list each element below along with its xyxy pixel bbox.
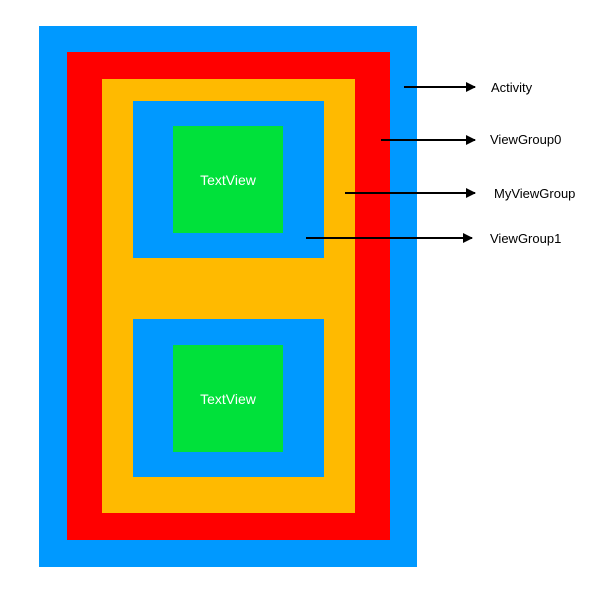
viewgroup1-box-top: TextView [133,101,324,258]
activity-label: Activity [491,80,533,95]
textview-label-top: TextView [200,171,256,188]
textview-box-bottom: TextView [173,345,283,452]
textview-box-top: TextView [173,126,283,233]
textview-label-bottom: TextView [200,390,256,407]
viewgroup0-label: ViewGroup0 [490,132,562,147]
viewgroup1-box-bottom: TextView [133,319,324,477]
myviewgroup-label: MyViewGroup [494,186,576,201]
viewgroup1-label: ViewGroup1 [490,231,562,246]
